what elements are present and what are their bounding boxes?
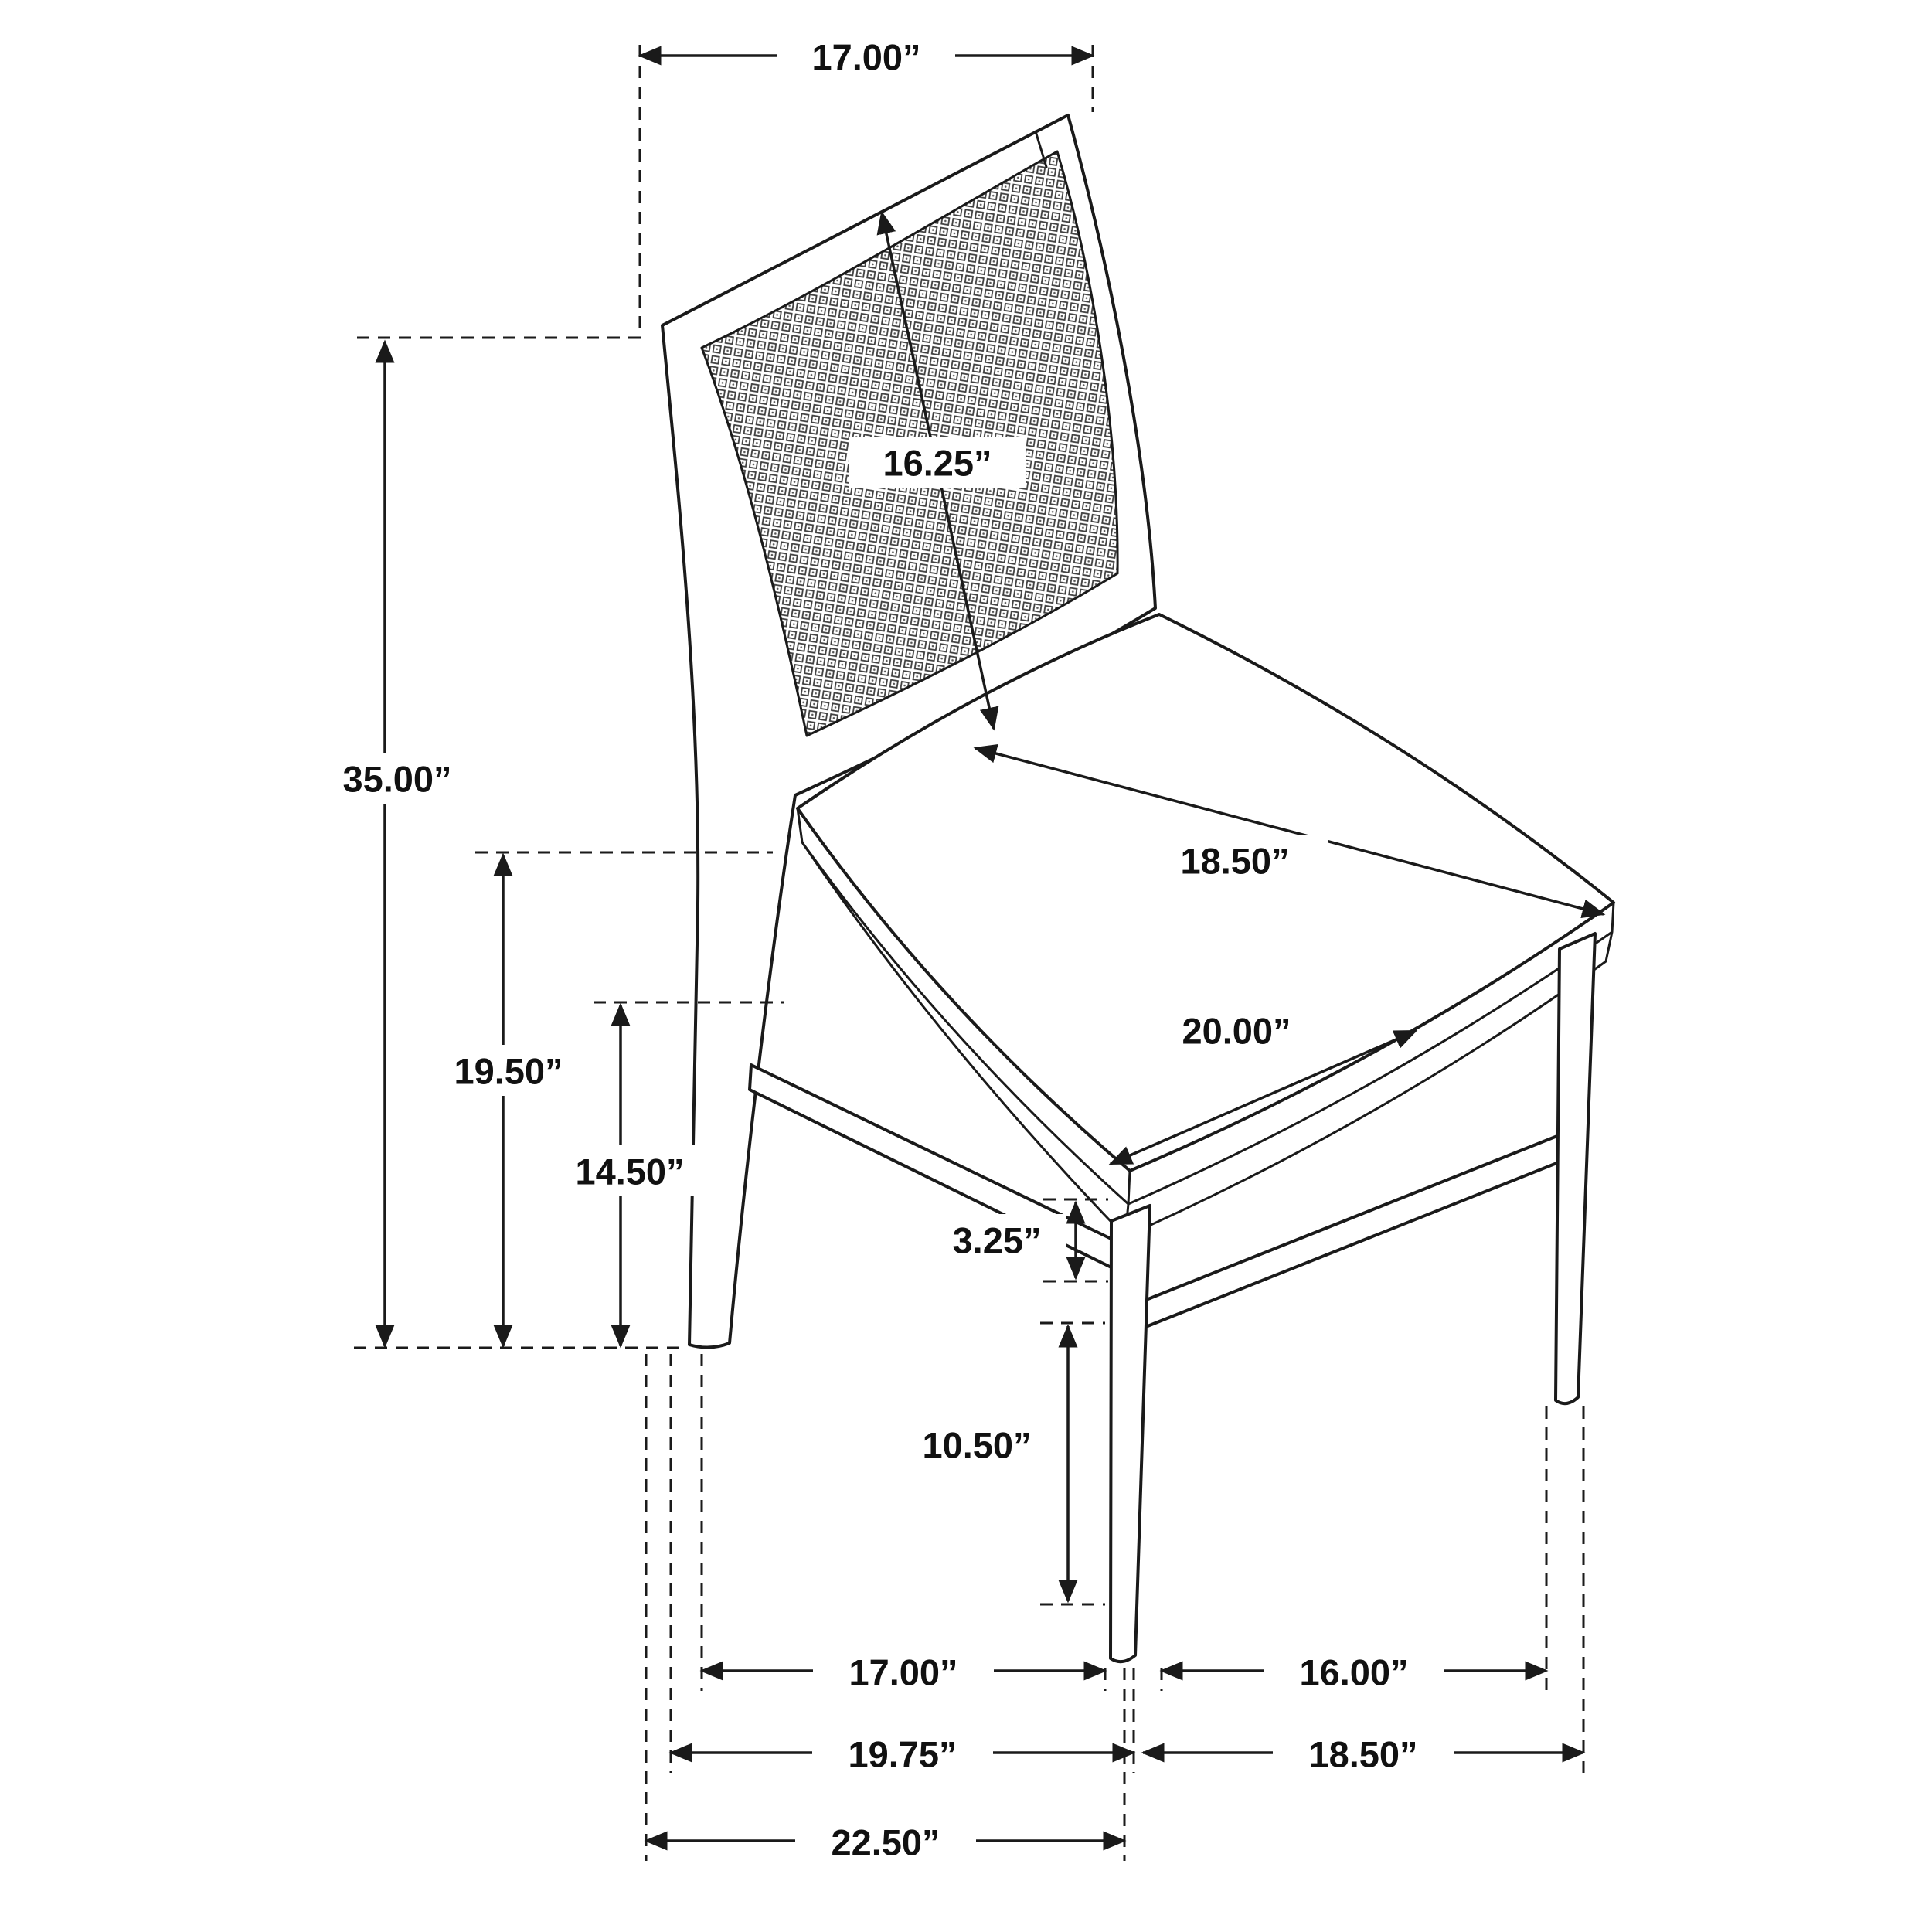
dimension-base-depth: 19.75”: [668, 1728, 1136, 1777]
dimension-side-leg-spacing: 16.00”: [1159, 1646, 1549, 1696]
dimension-overall-depth: 22.50”: [644, 1816, 1127, 1866]
dimension-leg-lower-height: 10.50”: [892, 1324, 1078, 1604]
dim-label-seat-depth: 18.50”: [1180, 841, 1289, 882]
dim-label-back-panel-diagonal: 16.25”: [883, 443, 992, 484]
chair-line-art: [661, 114, 1615, 1664]
dim-label-base-width: 18.50”: [1308, 1734, 1417, 1775]
dim-label-base-depth: 19.75”: [848, 1734, 957, 1775]
front-left-leg: [1109, 1204, 1151, 1664]
dimension-base-width: 18.50”: [1141, 1728, 1586, 1777]
dim-label-leg-lower-height: 10.50”: [922, 1425, 1031, 1466]
dim-label-overall-height: 35.00”: [342, 759, 451, 800]
dim-label-front-leg-spacing: 17.00”: [849, 1652, 957, 1693]
dimension-back-top-width: 17.00”: [638, 31, 1095, 80]
dim-label-side-leg-spacing: 16.00”: [1299, 1652, 1408, 1693]
dimension-side-rail-height: 14.50”: [537, 1002, 723, 1349]
dim-label-side-rail-height: 14.50”: [575, 1151, 684, 1192]
dimension-seat-width: 20.00”: [1108, 1005, 1418, 1165]
dim-label-stretcher-gap: 3.25”: [953, 1220, 1042, 1261]
dimension-back-panel-diagonal: 16.25”: [849, 210, 1026, 731]
back-frame-corner-joint: [1034, 130, 1048, 168]
front-right-leg: [1554, 932, 1597, 1406]
dimension-overall-height: 35.00”: [301, 339, 494, 1349]
dim-label-seat-height: 19.50”: [454, 1051, 563, 1092]
front-stretcher: [1133, 1130, 1572, 1332]
dim-label-back-top-width: 17.00”: [811, 37, 920, 78]
dim-label-seat-width: 20.00”: [1182, 1011, 1291, 1052]
dimension-seat-depth: 18.50”: [973, 743, 1606, 919]
dim-label-overall-depth: 22.50”: [831, 1822, 940, 1863]
dimension-stretcher-gap: 3.25”: [927, 1200, 1086, 1281]
dimension-seat-height: 19.50”: [416, 852, 601, 1349]
dimension-front-leg-spacing: 17.00”: [699, 1646, 1107, 1696]
